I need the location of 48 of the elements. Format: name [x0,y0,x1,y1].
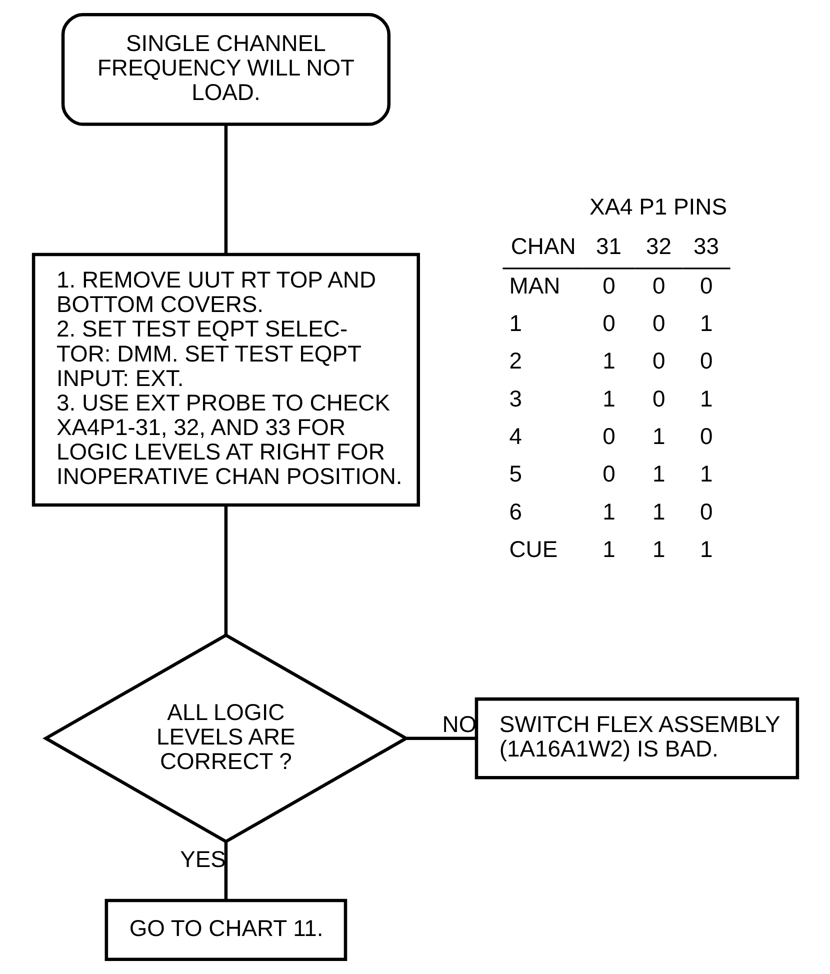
edge-label: YES [180,846,226,872]
label: 1 [700,385,712,412]
label: 0 [700,272,712,298]
label: 3 [508,385,522,412]
label: 0 [700,348,712,374]
label: 2 [508,348,522,374]
label: 1 [602,498,615,524]
label: 33 [692,232,718,259]
label: 1 [602,536,615,562]
label: MAN [508,272,560,298]
label: 1 [652,536,665,562]
label: 1 [700,536,712,562]
label: 0 [652,385,665,412]
label: 0 [700,422,712,449]
label: 1 [602,348,615,374]
label: 0 [652,348,665,374]
label: 1 [602,385,615,412]
label: 6 [508,498,522,524]
label: 0 [602,272,615,298]
label: 1 [700,460,712,487]
label: CHAN [510,232,576,259]
label: XA4 P1 PINS [588,194,726,220]
edge-label: NO [442,711,476,738]
node-box: SINGLE CHANNEL FREQUENCY WILL NOT LOAD. [60,12,390,126]
label: 32 [645,232,671,259]
connector [406,736,476,740]
node-diamond: ALL LOGIC LEVELS ARE CORRECT ? [42,633,409,844]
label: 1 [652,460,665,487]
connector [224,124,228,254]
label: 4 [508,422,522,449]
label: 1 [652,498,665,524]
node-box: 1. REMOVE UUT RT TOP AND BOTTOM COVERS. 2. SET TEST EQPT SELEC- TOR: DMM. SET TEST EQPT INPUT: EXT. 3. USE EXT PROBE TO CHECK XA4P1-31, 32, AND 33 FOR LOGIC LEVELS AT RIGHT FOR INOPERATIVE CHAN POSITION. [31,252,420,507]
label: 31 [596,232,622,259]
label: 0 [652,272,665,298]
label: 1 [508,310,522,336]
label: 1 [700,310,712,336]
node-box: SWITCH FLEX ASSEMBLY (1A16A1W2) IS BAD. [474,697,799,780]
node-box: GO TO CHART 11. [104,898,347,962]
connector [224,842,228,900]
connector [224,505,228,636]
label: 0 [602,310,615,336]
label: 0 [700,498,712,524]
label: 0 [602,460,615,487]
label: CUE [508,536,558,562]
label: 5 [508,460,522,487]
label: 0 [652,310,665,336]
label: 1 [652,422,665,449]
label: 0 [602,422,615,449]
